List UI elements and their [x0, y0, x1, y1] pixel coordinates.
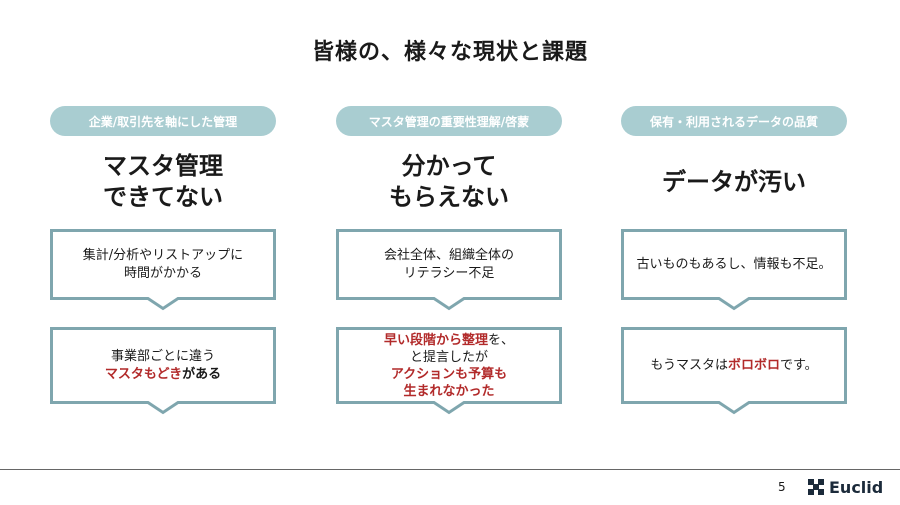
- highlight-text: アクションも予算も: [390, 366, 508, 382]
- heading-line: 分かって: [401, 152, 497, 180]
- euclid-cross-logo-icon: [808, 479, 824, 495]
- column-importance-awareness: マスタ管理の重要性理解/啓蒙 分かって もらえない 会社全体、組織全体の リテラ…: [336, 0, 562, 430]
- callout-text: もうマスタはボロボロです。: [627, 331, 841, 400]
- callout-text-segment: です。: [779, 357, 818, 373]
- callout-line: 古いものもあるし、情報も不足。: [636, 256, 832, 272]
- heading-line: データが汚い: [662, 167, 806, 196]
- callout-line: 会社全体、組織全体の: [383, 247, 514, 263]
- callout-text-segment: がある: [182, 366, 222, 382]
- callout-line: マスタもどきがある: [105, 366, 221, 384]
- callout-frame: [336, 229, 562, 311]
- callout-text: 古いものもあるし、情報も不足。: [627, 233, 841, 296]
- callout-frame: [50, 327, 276, 415]
- callout-box: 会社全体、組織全体の リテラシー不足: [336, 229, 562, 311]
- column-category-pill: 企業/取引先を軸にした管理: [50, 106, 276, 136]
- callout-line: 時間がかかる: [123, 265, 202, 281]
- callout-text: 事業部ごとに違う マスタもどきがある: [56, 331, 270, 400]
- highlight-text: マスタもどき: [104, 366, 183, 382]
- column-category-pill: 保有・利用されるデータの品質: [621, 106, 847, 136]
- callout-frame: [336, 327, 562, 415]
- callout-box: 事業部ごとに違う マスタもどきがある: [50, 327, 276, 415]
- highlight-text: 早い段階から整理: [383, 332, 488, 348]
- highlight-text: 生まれなかった: [403, 383, 495, 399]
- column-heading: 分かって もらえない: [336, 150, 562, 214]
- callout-line: 集計/分析やリストアップに: [82, 247, 244, 263]
- callout-text-segment: もうマスタは: [650, 357, 728, 373]
- callout-box: 古いものもあるし、情報も不足。: [621, 229, 847, 311]
- footer-divider: [0, 469, 900, 470]
- callout-text: 会社全体、組織全体の リテラシー不足: [342, 233, 556, 296]
- callout-line: 早い段階から整理を、: [384, 332, 514, 349]
- callout-line: と提言したが: [409, 349, 488, 365]
- callout-line: リテラシー不足: [403, 265, 495, 281]
- callout-box: 集計/分析やリストアップに 時間がかかる: [50, 229, 276, 311]
- heading-line: もらえない: [389, 183, 509, 211]
- column-category-pill: マスタ管理の重要性理解/啓蒙: [336, 106, 562, 136]
- heading-line: できてない: [103, 183, 223, 211]
- callout-frame: [621, 327, 847, 415]
- callout-frame: [621, 229, 847, 311]
- heading-line: マスタ管理: [103, 152, 223, 180]
- brand-logo: Euclid: [808, 477, 883, 497]
- callout-box: 早い段階から整理を、 と提言したが アクションも予算も 生まれなかった: [336, 327, 562, 415]
- column-data-quality: 保有・利用されるデータの品質 データが汚い 古いものもあるし、情報も不足。 もう…: [621, 0, 847, 430]
- column-heading: マスタ管理 できてない: [50, 150, 276, 214]
- brand-name: Euclid: [829, 477, 884, 497]
- callout-line: もうマスタはボロボロです。: [650, 357, 817, 375]
- callout-text: 集計/分析やリストアップに 時間がかかる: [56, 233, 270, 296]
- page-number: 5: [778, 480, 786, 494]
- callout-text: 早い段階から整理を、 と提言したが アクションも予算も 生まれなかった: [342, 331, 556, 400]
- highlight-text: ボロボロ: [727, 357, 780, 373]
- column-master-management: 企業/取引先を軸にした管理 マスタ管理 できてない 集計/分析やリストアップに …: [50, 0, 276, 430]
- callout-box: もうマスタはボロボロです。: [621, 327, 847, 415]
- callout-text-segment: を、: [488, 332, 515, 348]
- slide-title: 皆様の、様々な現状と課題: [311, 40, 588, 65]
- callout-frame: [50, 229, 276, 311]
- column-heading: データが汚い: [621, 150, 847, 214]
- callout-line: 事業部ごとに違う: [110, 348, 215, 364]
